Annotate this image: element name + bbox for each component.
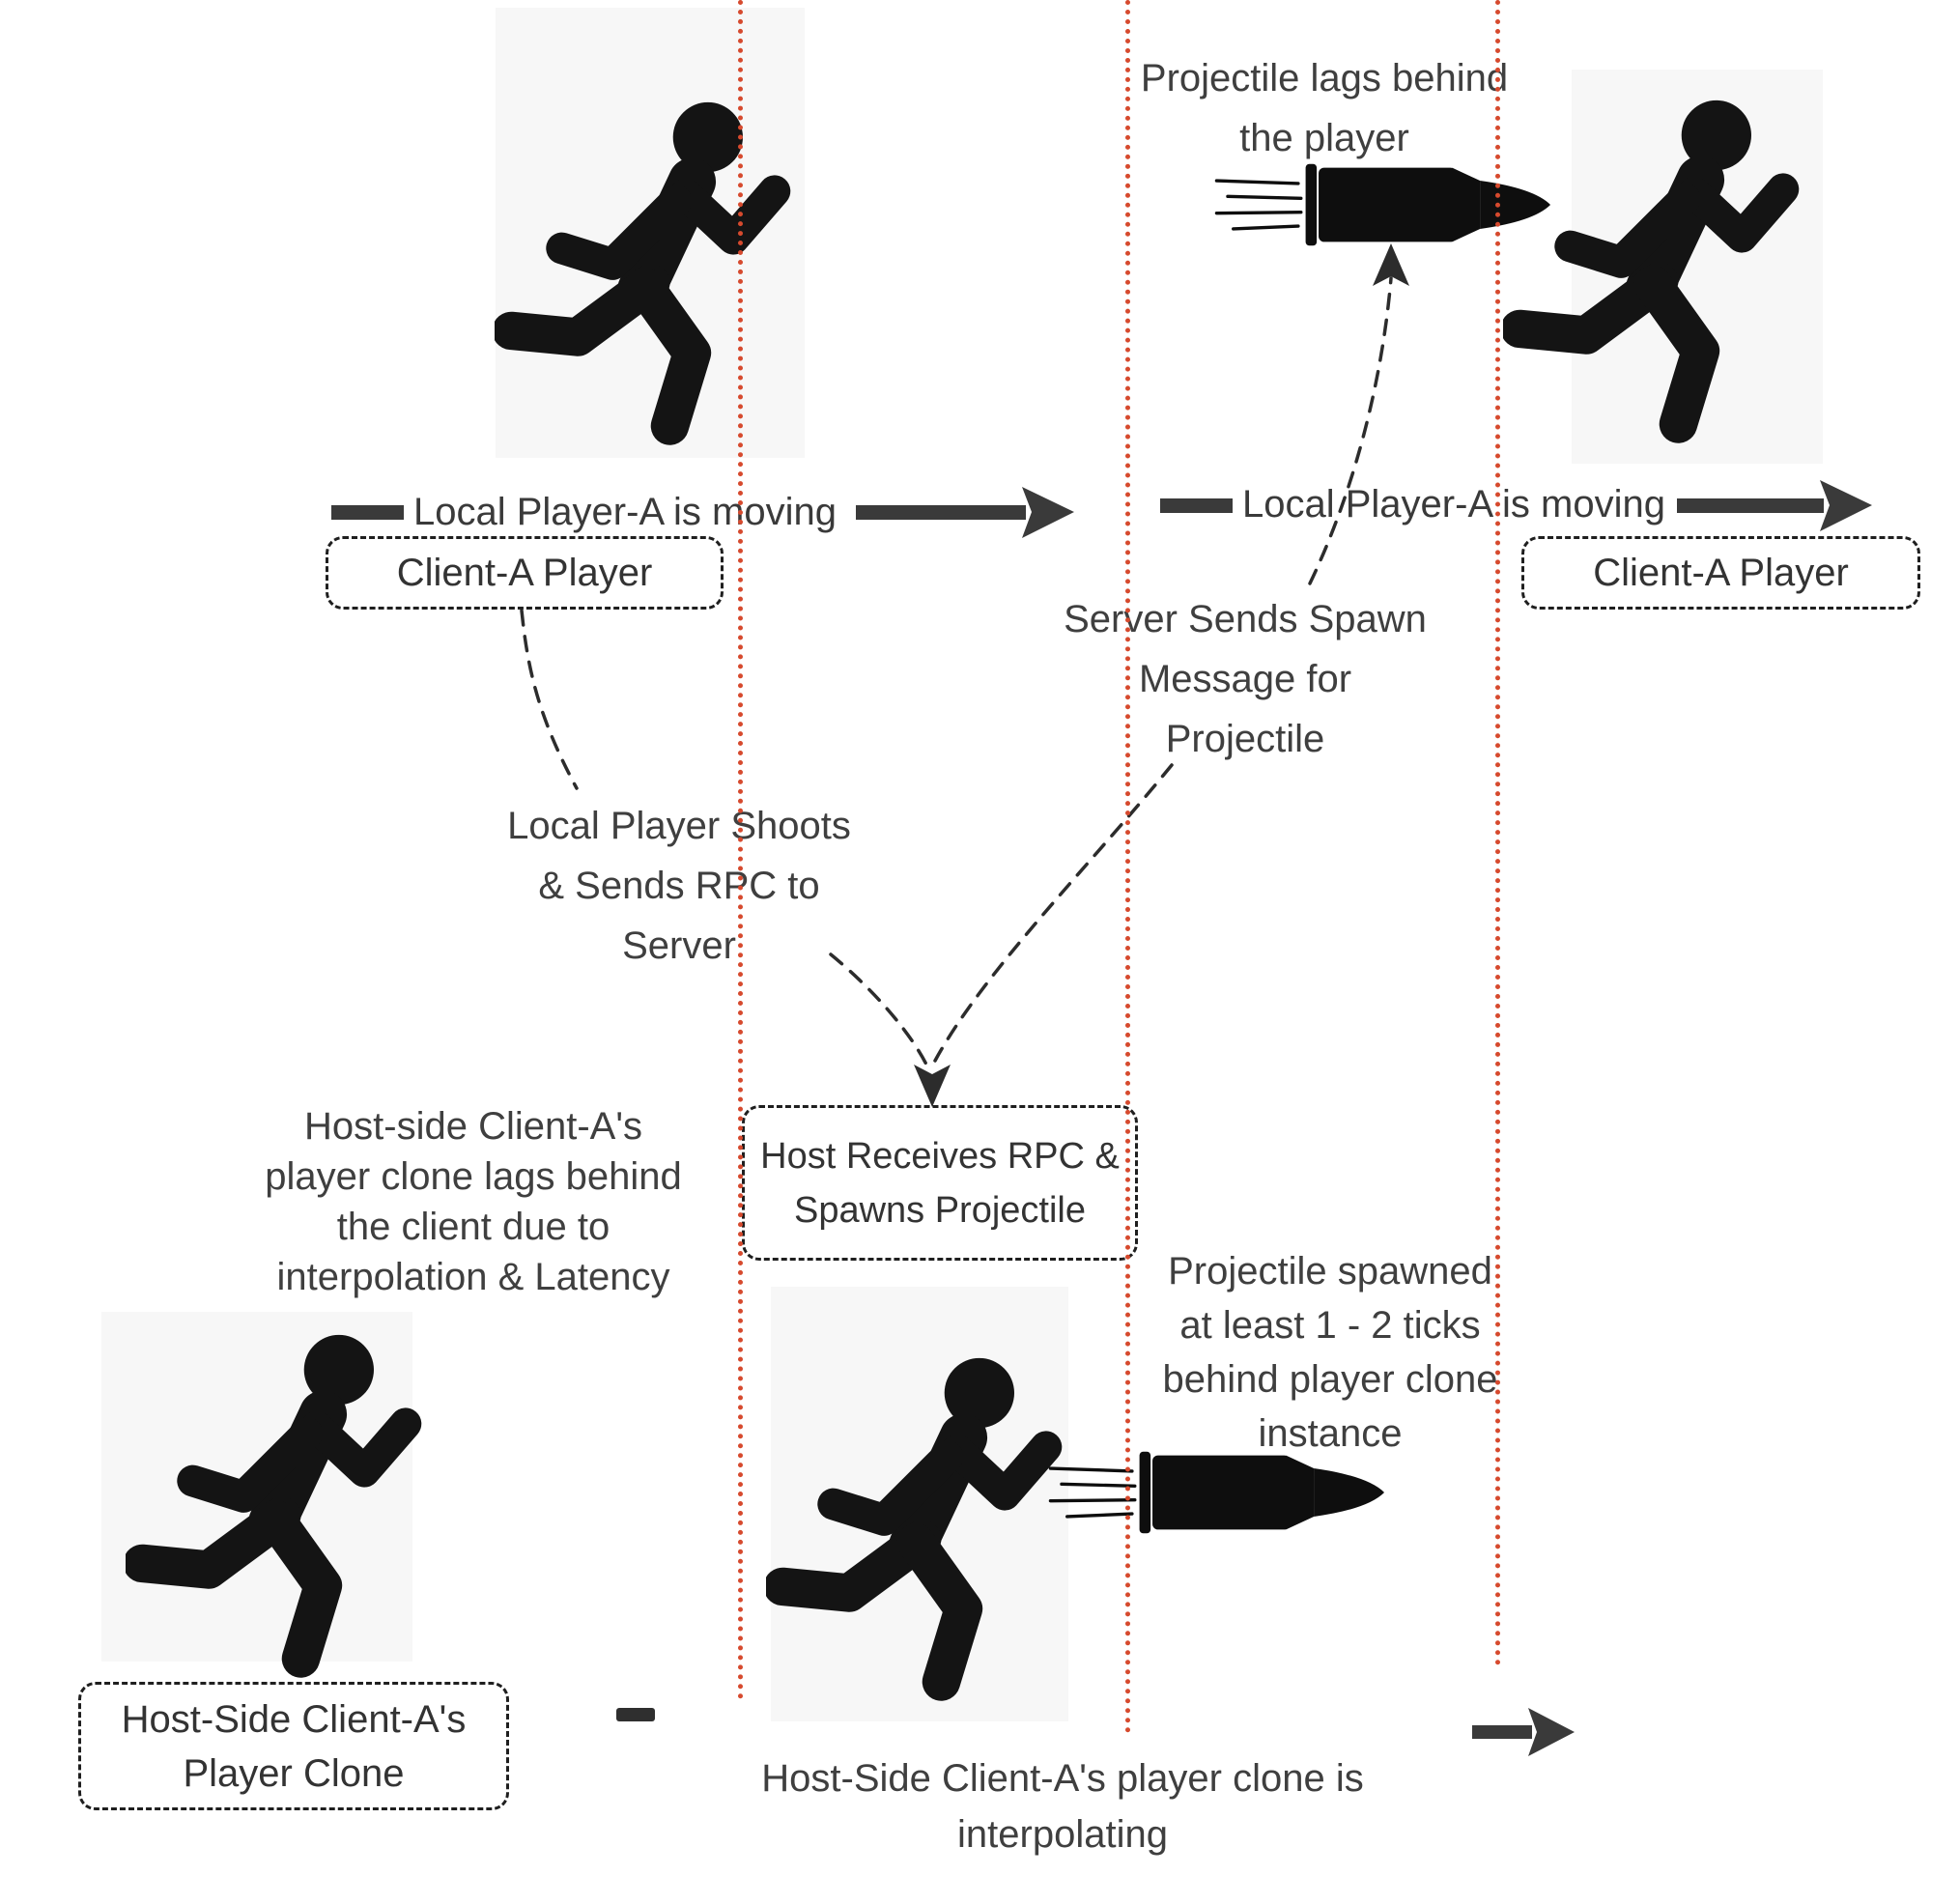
- right-arrow-shaft: [1472, 1725, 1532, 1739]
- annotation-line: Server Sends Spawn: [1064, 598, 1427, 640]
- client-a-player-box-right: Client-A Player: [1521, 536, 1920, 610]
- annotation-clone-interpolating: Host-Side Client-A's player clone is int…: [761, 1750, 1363, 1862]
- right-arrow-shaft: [1677, 498, 1824, 513]
- host-receives-rpc-box: Host Receives RPC & Spawns Projectile: [742, 1105, 1138, 1261]
- timeline-dotted-line-1: [738, 0, 743, 1700]
- legend-dash-icon: [331, 505, 404, 520]
- annotation-host-side-lag: Host-side Client-A's player clone lags b…: [265, 1101, 681, 1302]
- client-a-player-box-left: Client-A Player: [326, 536, 724, 610]
- annotation-line: at least 1 - 2 ticks: [1179, 1304, 1481, 1347]
- legend-dash-icon: [1160, 498, 1233, 513]
- annotation-line: Server: [622, 924, 736, 967]
- annotation-projectile-spawned: Projectile spawned at least 1 - 2 ticks …: [1163, 1244, 1498, 1461]
- annotation-line: & Sends RPC to: [538, 865, 820, 907]
- down-arrow-icon: [914, 1065, 951, 1107]
- dashed-connector-shoots-to-hostbox: [829, 952, 930, 1070]
- host-side-player-clone-box: Host-Side Client-A's Player Clone: [78, 1682, 509, 1810]
- up-arrow-icon: [1373, 243, 1409, 286]
- annotation-line: the player: [1239, 117, 1409, 159]
- dashed-connector-spawnmsg-to-bullet: [1308, 276, 1393, 585]
- box-label: Client-A Player: [396, 552, 653, 594]
- box-label: Client-A Player: [1593, 552, 1849, 594]
- right-arrow-shaft: [856, 505, 1026, 520]
- box-label: Spawns Projectile: [793, 1189, 1087, 1231]
- dashed-connector-spawnmsg-to-hostbox: [933, 763, 1174, 1063]
- annotation-line: Host-side Client-A's: [304, 1105, 642, 1148]
- minus-dash-icon: [616, 1708, 655, 1721]
- right-arrow-icon: [1022, 487, 1074, 538]
- annotation-server-sends-spawn: Server Sends Spawn Message for Projectil…: [1064, 589, 1427, 769]
- annotation-line: Message for: [1138, 658, 1352, 700]
- annotation-line: instance: [1258, 1412, 1403, 1455]
- annotation-line: the client due to: [336, 1206, 610, 1248]
- dashed-connector-clientbox-to-shoots: [520, 609, 579, 790]
- annotation-line: player clone lags behind: [265, 1155, 682, 1198]
- box-label: Host Receives RPC &: [760, 1135, 1120, 1177]
- annotation-line: Projectile spawned: [1168, 1250, 1492, 1293]
- annotation-line: Projectile: [1165, 718, 1325, 760]
- annotation-line: Host-Side Client-A's player clone is: [761, 1757, 1364, 1800]
- legend-label-right: Local Player-A is moving: [1242, 483, 1665, 526]
- right-arrow-icon: [1528, 1708, 1575, 1756]
- box-label: Player Clone: [183, 1751, 405, 1795]
- annotation-line: behind player clone: [1162, 1358, 1498, 1401]
- annotation-projectile-lags: Projectile lags behind the player: [1141, 48, 1508, 168]
- right-arrow-icon: [1820, 480, 1872, 531]
- legend-label-left: Local Player-A is moving: [413, 491, 837, 533]
- timeline-dotted-line-2: [1125, 0, 1130, 1734]
- annotation-local-player-shoots: Local Player Shoots & Sends RPC to Serve…: [507, 796, 851, 976]
- timeline-dotted-line-3: [1495, 0, 1500, 1666]
- annotation-line: interpolating: [957, 1813, 1168, 1856]
- annotation-line: interpolation & Latency: [276, 1256, 670, 1298]
- box-label: Host-Side Client-A's: [121, 1697, 467, 1741]
- annotation-line: Local Player Shoots: [507, 805, 851, 847]
- annotation-line: Projectile lags behind: [1140, 57, 1509, 99]
